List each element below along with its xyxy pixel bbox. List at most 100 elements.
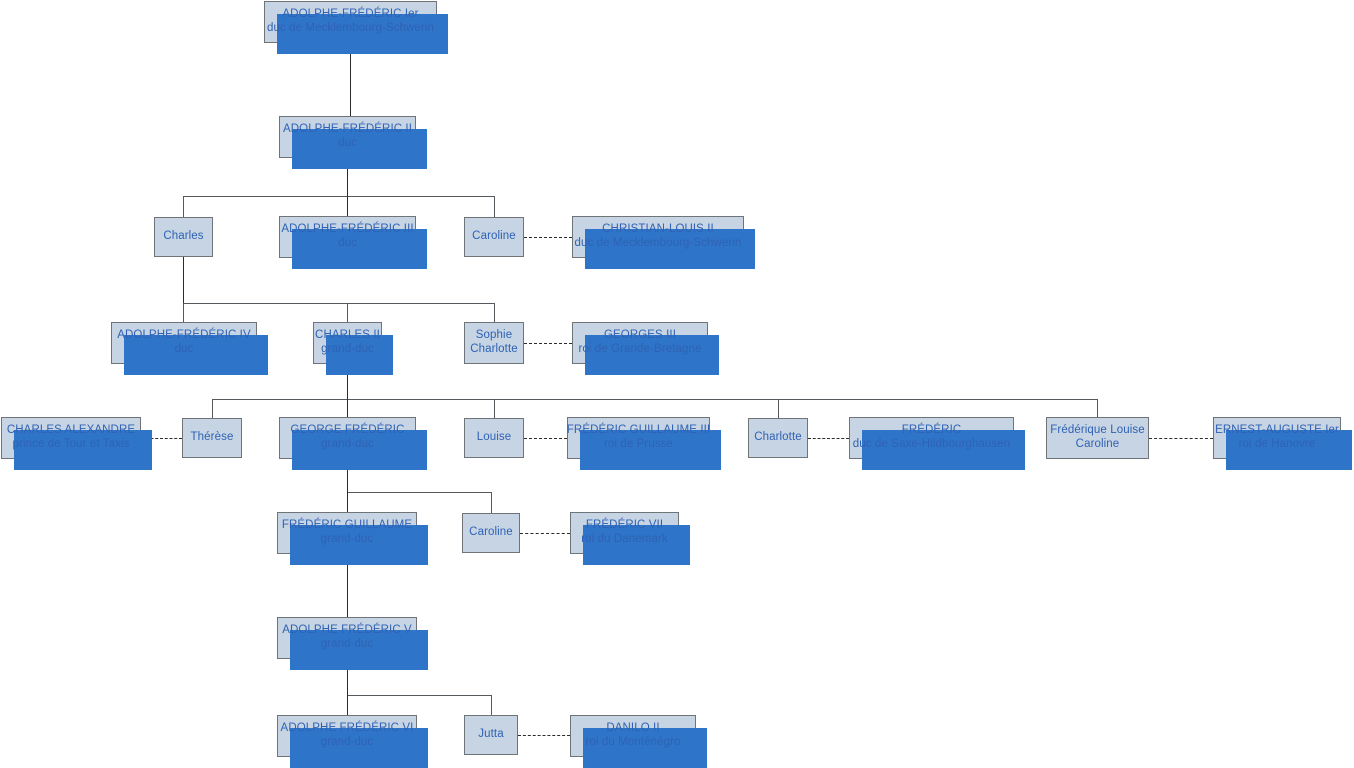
person-name: Frédérique Louise [1050, 424, 1145, 437]
connector-vertical [347, 459, 348, 492]
person-name: DANILO II [606, 722, 660, 735]
connector-vertical [350, 43, 351, 116]
connector-horizontal [347, 492, 491, 493]
person-node-charles[interactable]: Charles [154, 217, 213, 257]
person-name: ADOLPHE FRÉDÉRIC VI [280, 722, 414, 735]
person-name: Louise [476, 431, 512, 444]
person-name: ADOLPHE-FRÉDÉRIC II [282, 123, 413, 136]
marriage-link-sophie-georges3 [524, 343, 572, 344]
person-node-charlotte[interactable]: Charlotte [748, 418, 808, 458]
node-shadow [326, 335, 393, 375]
node-shadow [862, 430, 1025, 470]
person-title: duc de Mecklembourg-Schwerin [266, 22, 435, 34]
node-shadow [292, 430, 427, 470]
person-node-caroline1[interactable]: Caroline [464, 217, 524, 257]
node-shadow [124, 335, 268, 375]
person-name: FRÉDÉRIC [901, 424, 962, 437]
person-name: FRÉDÉRIC VII [585, 519, 664, 532]
person-title: roi de Hanovre [1238, 438, 1316, 450]
connector-vertical [347, 399, 348, 417]
node-shadow [585, 335, 719, 375]
connector-vertical [494, 303, 495, 322]
marriage-link-charlesalex-therese [141, 438, 182, 439]
person-node-jutta[interactable]: Jutta [464, 715, 518, 755]
person-name: Sophie [475, 329, 513, 342]
connector-vertical [491, 695, 492, 715]
node-shadow [277, 14, 448, 54]
node-shadow [14, 430, 152, 470]
person-name: Thérèse [190, 431, 234, 444]
person-name: CHARLES ALEXANDRE [6, 424, 136, 437]
node-shadow [292, 229, 427, 269]
connector-vertical [347, 659, 348, 695]
connector-vertical [347, 554, 348, 617]
person-title: duc de Mecklembourg-Schwerin [574, 237, 742, 249]
marriage-link-louise-fg3 [524, 438, 567, 439]
person-name: Charles [163, 230, 204, 243]
person-name: Jutta [478, 728, 504, 741]
node-shadow [292, 129, 427, 169]
connector-vertical [1097, 399, 1098, 418]
person-title: Charlotte [470, 343, 518, 355]
person-title: duc [338, 237, 357, 249]
marriage-link-caroline1-cl2 [524, 237, 572, 238]
connector-vertical [347, 303, 348, 322]
person-title: roi du Monténégro [585, 736, 681, 748]
node-shadow [1226, 430, 1352, 470]
marriage-link-charlotte-frederic [808, 438, 849, 439]
person-name: Charlotte [754, 431, 802, 444]
connector-vertical [347, 364, 348, 399]
person-title: grand-duc [320, 533, 374, 545]
person-title: Caroline [1075, 438, 1120, 450]
person-name: ADOLPHE-FRÉDÉRIC Ier [282, 8, 419, 21]
connector-horizontal [212, 399, 1097, 400]
person-name: CHRISTIAN-LOUIS II [602, 223, 714, 236]
person-name: FRÉDÉRIC GUILLAUME [281, 519, 413, 532]
connector-horizontal [183, 196, 494, 197]
person-name: ERNEST-AUGUSTE Ier [1215, 424, 1339, 437]
node-shadow [290, 525, 428, 565]
person-title: duc [338, 137, 357, 149]
person-name: CHARLES II [315, 329, 380, 342]
node-shadow [585, 229, 755, 269]
person-title: grand-duc [321, 438, 374, 450]
connector-vertical [491, 492, 492, 513]
person-name: GEORGES III [603, 329, 677, 342]
connector-vertical [347, 196, 348, 216]
connector-vertical [347, 492, 348, 512]
person-title: duc [174, 343, 194, 355]
connector-vertical [347, 695, 348, 715]
connector-vertical [347, 158, 348, 196]
person-name: ADOLPHE FRÉDÉRIC V [282, 624, 412, 637]
connector-vertical [778, 399, 779, 418]
connector-vertical [494, 399, 495, 418]
person-node-therese[interactable]: Thérèse [182, 418, 242, 458]
connector-vertical [183, 196, 184, 217]
person-node-caroline2[interactable]: Caroline [462, 513, 520, 553]
person-name: Caroline [469, 526, 513, 539]
person-node-louise[interactable]: Louise [464, 418, 524, 458]
node-shadow [583, 525, 690, 565]
person-name: FRÉDÉRIC GUILLAUME III [566, 424, 711, 437]
marriage-link-jutta-danilo2 [518, 735, 570, 736]
